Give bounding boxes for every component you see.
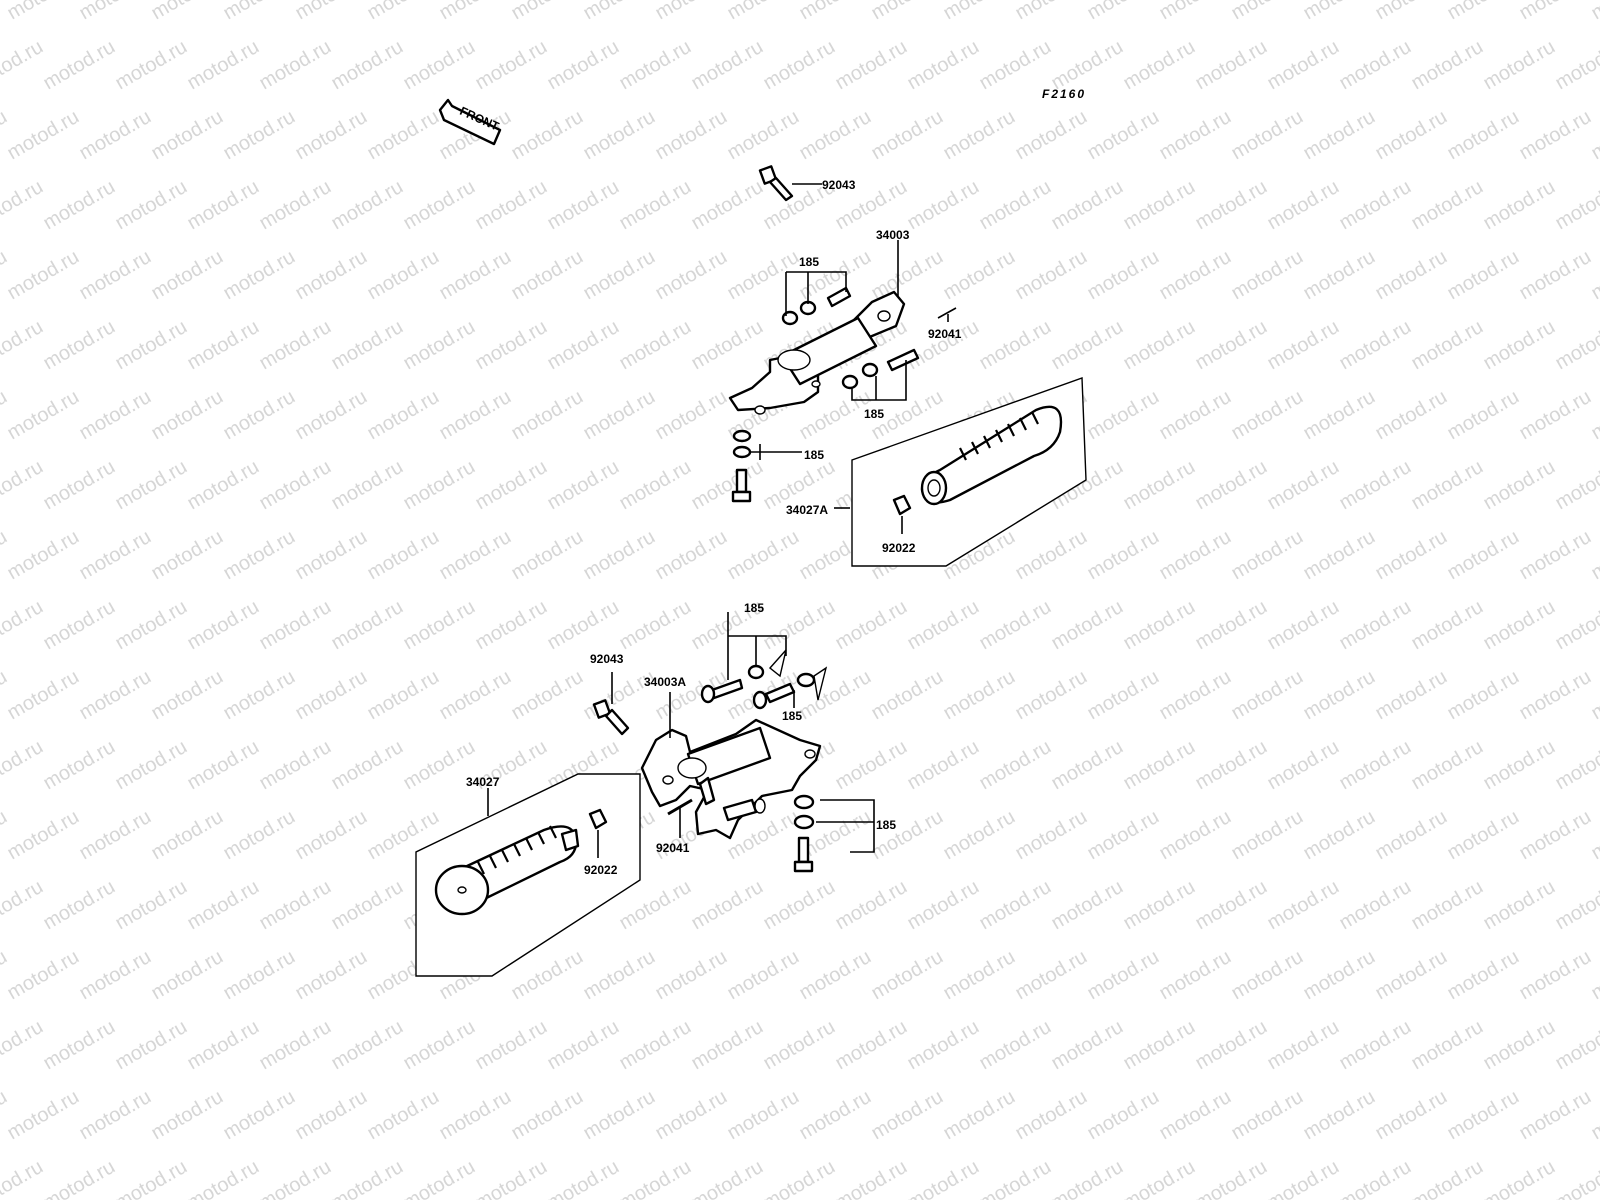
leader-bottom-fastener-upper [727,612,787,680]
callout-92043-top: 92043 [822,178,856,192]
callout-92022-bottom: 92022 [584,863,618,877]
leader-top-fastener-left [750,444,802,460]
top-fastener-group-left [731,429,752,503]
leader-bottom-fastener-right [816,799,875,853]
top-pin-part [937,307,957,319]
callout-92041-top: 92041 [928,327,962,341]
top-fastener-group-lower [841,348,920,390]
callout-185-bottom-right: 185 [876,818,896,832]
callout-34003A: 34003A [644,675,686,689]
callout-185-top-lower: 185 [864,407,884,421]
top-bolt-part [758,165,794,202]
bottom-footpeg-part [415,773,641,977]
leader-top-fastener-lower [851,360,907,401]
bottom-bolt-part [592,699,630,736]
bottom-fastener-group-upper [700,649,787,704]
callout-185-top-upper: 185 [799,255,819,269]
callout-185-top-left: 185 [804,448,824,462]
callout-185-bottom-mid: 185 [782,709,802,723]
bottom-fastener-group-right [793,794,815,873]
callout-92041-bottom: 92041 [656,841,690,855]
callout-34027A: 34027A [786,503,828,517]
top-bracket-part [728,290,906,415]
top-footpeg-part [851,377,1087,567]
callout-185-bottom-upper: 185 [744,601,764,615]
callout-34027: 34027 [466,775,500,789]
top-fastener-group-upper [781,286,852,326]
leader-top-fastener-upper [785,271,847,316]
bottom-bracket-part [640,718,822,840]
bottom-pin-part [667,798,693,816]
bottom-fastener-group-mid [752,666,828,710]
callout-34003: 34003 [876,228,910,242]
figure-code: F2160 [1042,87,1086,101]
callout-92043-bottom: 92043 [590,652,624,666]
front-direction-marker: FRONT [438,98,502,146]
callout-92022-top: 92022 [882,541,916,555]
